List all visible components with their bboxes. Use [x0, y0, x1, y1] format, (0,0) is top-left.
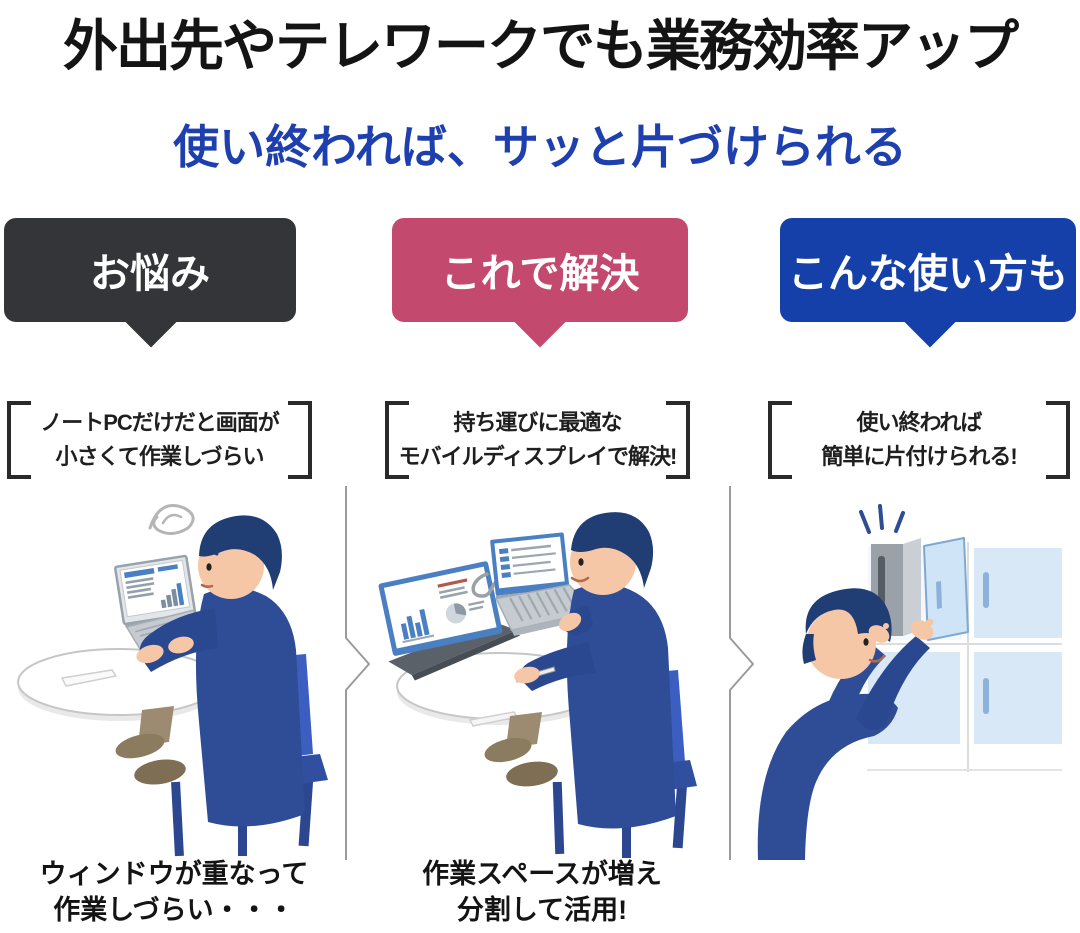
hand	[514, 666, 540, 684]
bracket-right	[666, 401, 690, 479]
hand	[868, 625, 890, 643]
note-usage-text: 使い終われば簡単に片付けられる!	[821, 409, 1017, 469]
shoe	[115, 733, 165, 759]
page-subtitle: 使い終われば、サッと片づけられる	[173, 121, 907, 173]
illustration-solution-icon	[378, 512, 697, 858]
arm-on-table	[520, 642, 596, 691]
note-usage: 使い終われば簡単に片付けられる!	[768, 400, 1070, 480]
bracket-left	[385, 401, 409, 479]
head	[198, 515, 282, 599]
round-table	[17, 648, 221, 721]
torso-suit	[195, 587, 305, 827]
note-solution: 持ち運びに最適なモバイルディスプレイで解決!	[385, 400, 690, 480]
bubble-usage-label: こんな使い方も	[788, 252, 1068, 296]
note-problem-text: ノートPCだけだと画面が小さくて作業しづらい	[40, 409, 280, 469]
arm-back	[824, 644, 886, 730]
hand	[910, 620, 934, 640]
click-emphasis-icon	[859, 504, 905, 534]
caption-problem: ウィンドウが重なって作業しづらい・・・	[39, 859, 309, 926]
hand	[558, 612, 582, 632]
laptop-icon	[490, 532, 597, 636]
bracket-left	[7, 401, 31, 479]
step-arrow-divider-1	[345, 486, 370, 860]
torso-suit	[566, 583, 676, 829]
bubble-solution-label: これで解決	[440, 252, 640, 296]
arm-front	[856, 636, 930, 730]
annoyance-scribble-icon	[148, 504, 195, 535]
finger	[883, 623, 889, 629]
illustration-usage-icon	[757, 504, 1062, 860]
hand	[136, 644, 164, 664]
bubble-problem-label: お悩み	[90, 252, 210, 296]
finger	[926, 618, 934, 626]
head	[570, 512, 654, 595]
bracket-left	[768, 401, 792, 479]
page-title: 外出先やテレワークでも業務効率アップ	[62, 15, 1019, 77]
note-problem: ノートPCだけだと画面が小さくて作業しづらい	[7, 400, 312, 480]
mobile-display-icon	[378, 561, 520, 681]
shoe	[506, 761, 558, 787]
bracket-right	[288, 401, 312, 479]
hand	[168, 636, 194, 654]
bubble-solution: これで解決	[392, 218, 688, 322]
bracket-right	[1046, 401, 1070, 479]
paper-sheet	[60, 669, 118, 687]
bubble-usage: こんな使い方も	[780, 218, 1076, 322]
usb-cable	[471, 572, 503, 598]
note-solution-text: 持ち運びに最適なモバイルディスプレイで解決!	[398, 409, 678, 469]
shoe	[134, 759, 186, 785]
illustration-problem-icon	[17, 504, 328, 857]
bubble-problem: お悩み	[4, 218, 296, 322]
step-arrow-divider-2	[729, 486, 754, 860]
caption-solution: 作業スペースが増え分割して活用!	[422, 859, 662, 926]
torso-suit	[757, 693, 898, 860]
shoe	[484, 737, 532, 763]
